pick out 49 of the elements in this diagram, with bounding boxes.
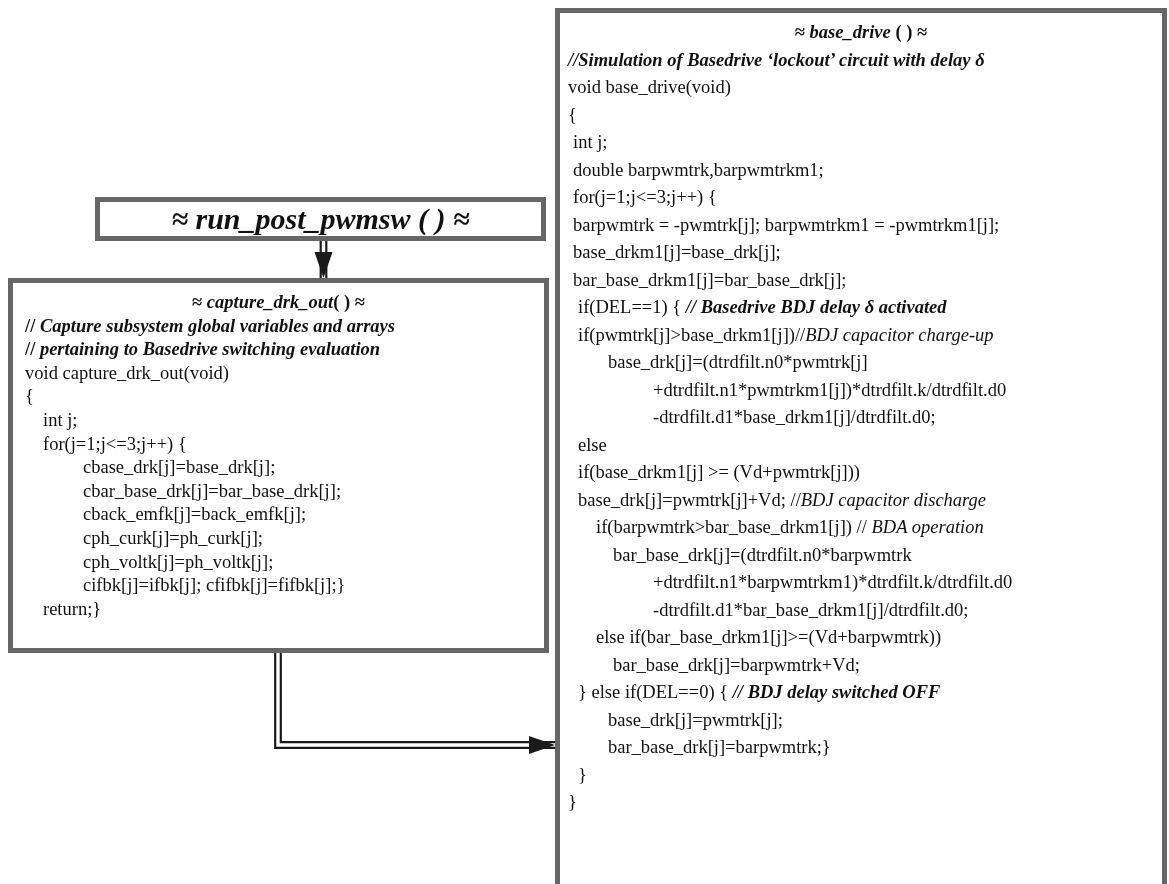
function-title: ≈ run_post_pwmsw ( ) ≈ [170, 204, 471, 234]
code-line: cbase_drk[j]=base_drk[j]; [83, 458, 276, 477]
code-comment: // pertaining to Basedrive switching evaluation [25, 340, 381, 359]
code-line: cph_voltk[j]=ph_voltk[j]; [83, 552, 274, 572]
code-line: } [568, 793, 577, 812]
code-line: else [578, 435, 607, 454]
code-line: cback_emfk[j]=back_emfk[j]; [83, 505, 307, 524]
code-line: else if(bar_base_drkm1[j]>=(Vd+barpwmtrk)) [596, 628, 942, 647]
double-line-arrow [314, 239, 333, 280]
code-line: cbar_base_drk[j]=bar_base_drk[j]; [83, 481, 341, 501]
code-line: { [568, 105, 577, 124]
code-line: if(barpwmtrk>bar_base_drkm1[j]) // BDA operation [596, 518, 984, 537]
code-line: +dtrdfilt.n1*pwmtrkm1[j])*dtrdfilt.k/dtrdfilt.d0 [653, 380, 1007, 399]
function-title: ≈ capture_drk_out( ) ≈ [191, 293, 366, 312]
code-line: base_drk[j]=(dtrdfilt.n0*pwmtrk[j] [608, 353, 868, 372]
code-line: +dtrdfilt.n1*barpwmtrkm1)*dtrdfilt.k/dtrdfilt.d0 [653, 573, 1013, 592]
code-line: cifbk[j]=ifbk[j]; cfifbk[j]=fifbk[j];} [83, 576, 346, 595]
code-line: bar_base_drk[j]=(dtrdfilt.n0*barpwmtrk [613, 545, 912, 564]
function-box [95, 197, 546, 241]
code-line: } [578, 765, 587, 784]
code-line: { [25, 387, 34, 406]
code-line: bar_base_drkm1[j]=bar_base_drk[j]; [573, 270, 847, 289]
code-line: bar_base_drk[j]=barpwmtrk+Vd; [613, 655, 860, 674]
code-line: barpwmtrk = -pwmtrk[j]; barpwmtrkm1 = -pwmtrkm1[j]; [573, 215, 1000, 234]
code-comment: //Simulation of Basedrive ‘lockout’ circuit with delay δ [568, 50, 985, 69]
code-line: if(base_drkm1[j] >= (Vd+pwmtrk[j])) [578, 463, 860, 482]
code-box [555, 8, 1167, 884]
code-line: base_drk[j]=pwmtrk[j]+Vd; //BDJ capacitor discharge [578, 490, 987, 509]
code-comment: // Capture subsystem global variables and arrays [25, 316, 396, 336]
function-title: ≈ base_drive ( ) ≈ [793, 23, 929, 42]
code-line: base_drk[j]=pwmtrk[j]; [608, 710, 783, 729]
code-box [8, 278, 549, 653]
code-line: int j; [573, 133, 608, 152]
code-line: -dtrdfilt.d1*base_drkm1[j]/dtrdfilt.d0; [653, 408, 936, 427]
code-line: bar_base_drk[j]=barpwmtrk;} [608, 738, 831, 757]
code-line: } else if(DEL==0) { // BDJ delay switched OFF [578, 683, 941, 702]
double-line-arrow [274, 651, 557, 754]
code-line: base_drkm1[j]=base_drk[j]; [573, 243, 781, 262]
code-line: return;} [43, 599, 102, 619]
code-line: -dtrdfilt.d1*bar_base_drkm1[j]/dtrdfilt.d0; [653, 600, 969, 619]
code-line: int j; [43, 411, 78, 430]
code-line: cph_curk[j]=ph_curk[j]; [83, 529, 263, 548]
code-line: if(pwmtrk[j]>base_drkm1[j])//BDJ capacitor charge-up [578, 325, 994, 344]
code-line: for(j=1;j<=3;j++) { [573, 188, 717, 207]
code-line: void base_drive(void) [568, 78, 731, 97]
code-line: for(j=1;j<=3;j++) { [43, 434, 187, 454]
code-line: double barpwmtrk,barpwmtrkm1; [573, 160, 824, 179]
code-line: void capture_drk_out(void) [25, 363, 229, 383]
code-line: if(DEL==1) { // Basedrive BDJ delay δ activated [578, 298, 947, 317]
